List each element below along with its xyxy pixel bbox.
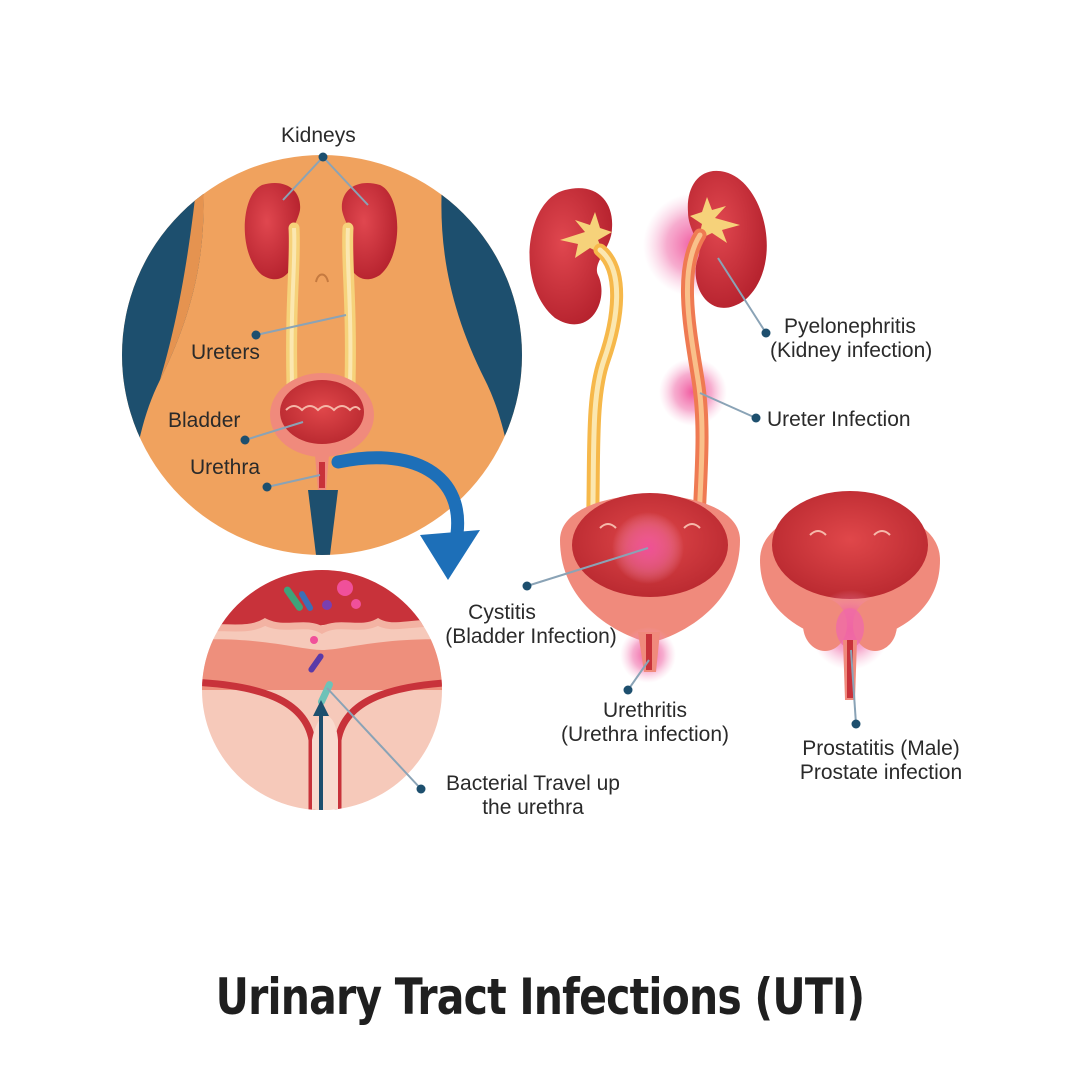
label-urethra: Urethra <box>190 456 261 479</box>
page-title: Urinary Tract Infections (UTI) <box>215 968 865 1026</box>
label-ureters: Ureters <box>191 341 260 364</box>
label-kidneys: Kidneys <box>281 124 356 147</box>
body-overview-circle <box>122 155 522 555</box>
label-ureter-infection: Ureter Infection <box>767 408 911 431</box>
label-urethritis-line1: Urethritis <box>602 699 687 722</box>
flow-arrow <box>331 451 480 580</box>
label-prostatitis: Prostatitis (Male) Prostate infection <box>776 737 986 785</box>
label-prostatitis-line2: Prostate infection <box>799 761 963 784</box>
label-cystitis-line1: Cystitis <box>468 601 536 624</box>
female-urinary-tract <box>529 170 767 683</box>
urethra-zoom-circle <box>202 570 442 810</box>
label-pyelonephritis: Pyelonephritis (Kidney infection) <box>770 315 932 363</box>
leader-lines <box>244 156 857 790</box>
label-cystitis-line2: (Bladder Infection) <box>445 625 617 648</box>
leader-dots <box>240 152 861 794</box>
label-bacterial: Bacterial Travel up the urethra <box>428 772 638 820</box>
label-bacterial-line2: the urethra <box>482 796 584 819</box>
right-kidney <box>341 182 398 280</box>
left-kidney <box>244 182 301 280</box>
label-bladder: Bladder <box>168 409 241 432</box>
label-prostatitis-line1: Prostatitis (Male) <box>802 737 960 760</box>
label-pyelonephritis-line1: Pyelonephritis <box>784 315 916 338</box>
label-urethritis-line2: (Urethra infection) <box>560 723 730 746</box>
label-urethritis: Urethritis (Urethra infection) <box>540 699 750 747</box>
label-pyelonephritis-line2: (Kidney infection) <box>770 339 933 362</box>
label-cystitis: Cystitis (Bladder Infection) <box>436 601 626 649</box>
male-bladder-prostate <box>760 491 940 700</box>
label-bacterial-line1: Bacterial Travel up <box>446 772 620 795</box>
